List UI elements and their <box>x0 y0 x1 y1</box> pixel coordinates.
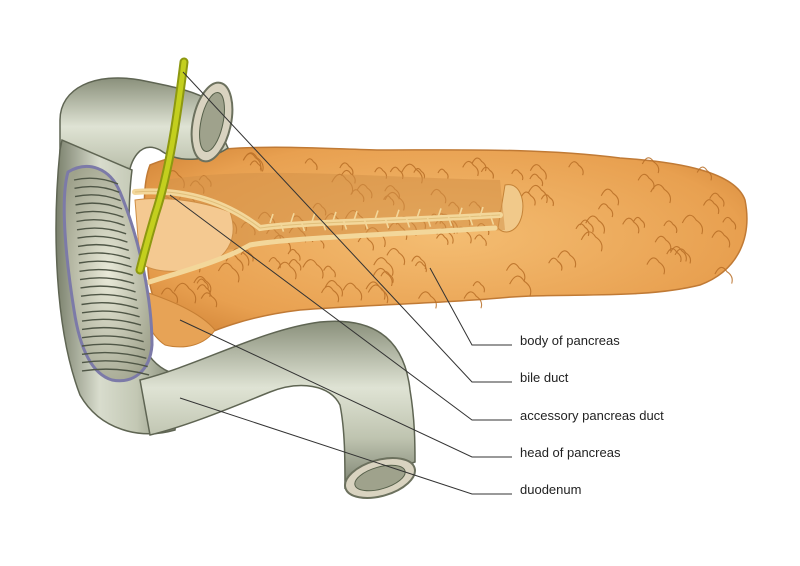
label-head-of-pancreas: head of pancreas <box>520 445 620 461</box>
label-body-of-pancreas: body of pancreas <box>520 333 620 349</box>
label-duodenum: duodenum <box>520 482 581 498</box>
label-accessory-pancreas-duct: accessory pancreas duct <box>520 408 664 424</box>
pancreas-body <box>144 147 746 345</box>
label-bile-duct: bile duct <box>520 370 568 386</box>
